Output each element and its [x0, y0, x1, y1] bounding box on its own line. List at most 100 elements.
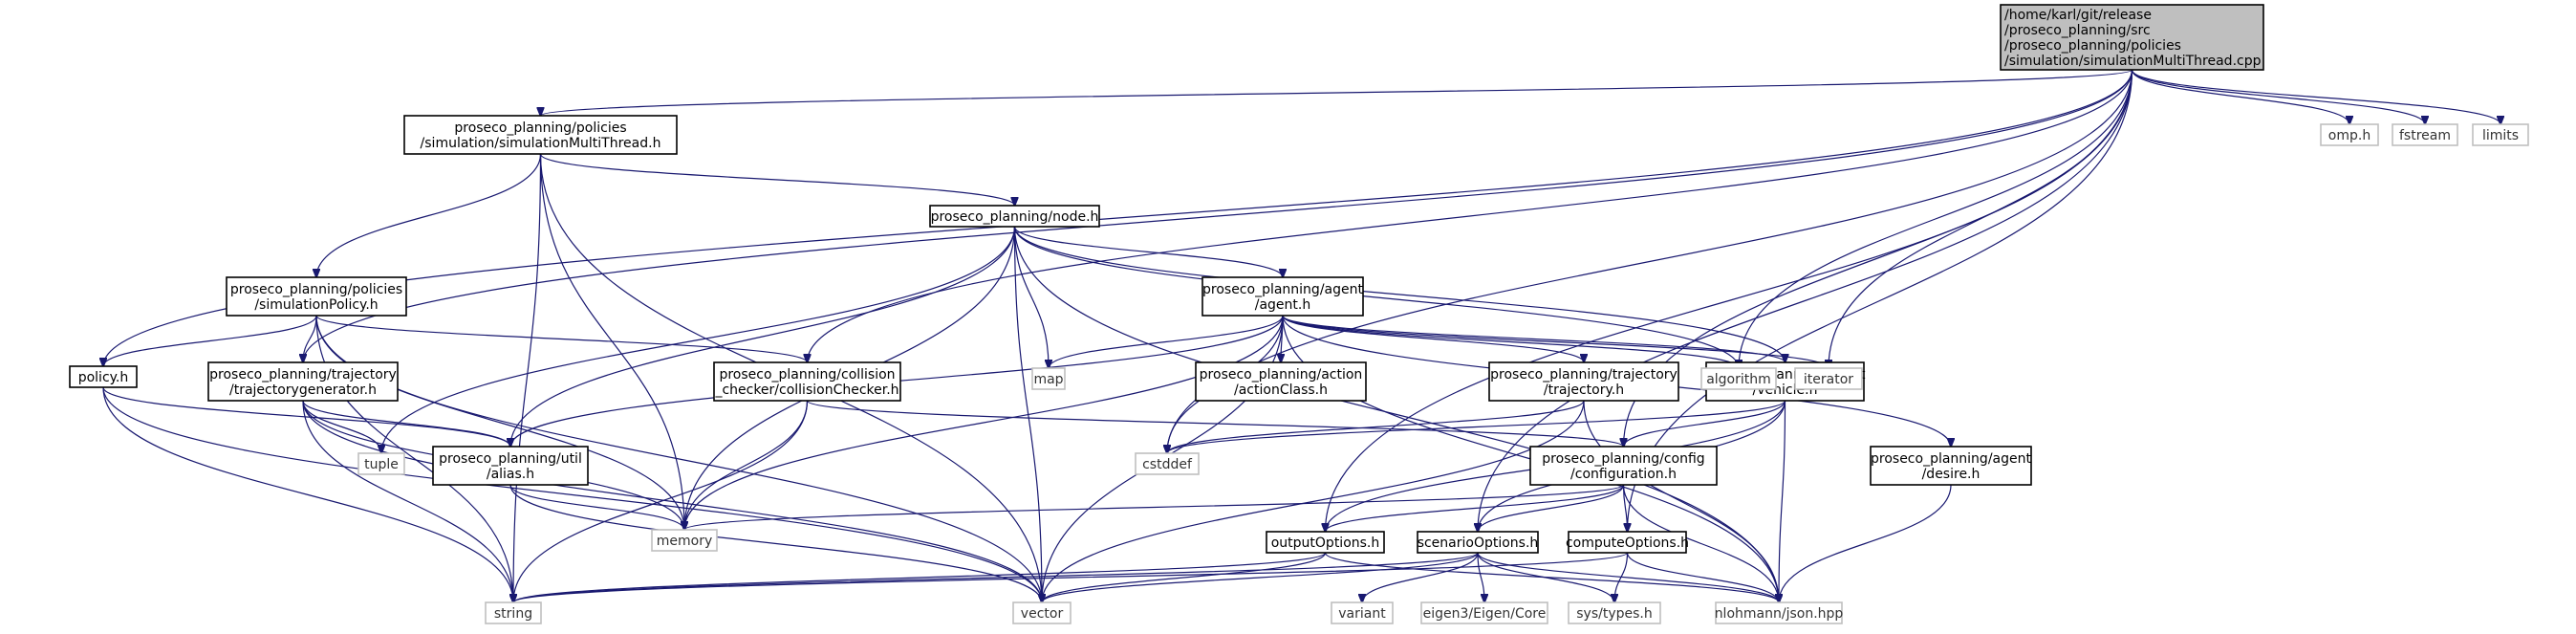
edge-agent_h-to-trajectory_h — [1282, 315, 1584, 362]
node-box — [713, 361, 901, 402]
edge-agent_h-to-memory — [684, 315, 1284, 530]
node-actionclass-h[interactable]: proseco_planning/action/actionClass.h — [1195, 361, 1367, 402]
node-label-line: fstream — [2399, 128, 2451, 143]
node-label-line: /simulation/simulationMultiThread.cpp — [2004, 54, 2262, 69]
node-label-line: /actionClass.h — [1234, 383, 1328, 398]
edge-config_h-to-memory — [684, 484, 1625, 530]
edge-scenarioopt_h-to-vector — [1042, 552, 1479, 602]
edge-collision_h-to-string — [513, 400, 809, 602]
node-outputopt-h[interactable]: outputOptions.h — [1266, 531, 1385, 554]
node-label-line: proseco_planning/trajectory — [1490, 367, 1678, 383]
node-box — [1794, 367, 1863, 390]
node-box — [1135, 452, 1200, 475]
node-box — [1568, 601, 1661, 624]
node-memory: memory — [651, 529, 718, 552]
edge-policy_h-to-vector — [102, 386, 1042, 602]
node-box — [1870, 446, 2032, 486]
edge-trajgen_h-to-string — [302, 400, 513, 602]
node-box — [1715, 601, 1843, 624]
edge-root-to-config_h — [1624, 69, 2133, 447]
node-policy-h[interactable]: policy.h — [69, 365, 138, 388]
edge-smt_h-to-simpol_h — [316, 153, 542, 277]
edge-root-to-omp — [2131, 69, 2350, 124]
edge-trajgen_h-to-alias_h — [302, 400, 510, 447]
node-label-line: computeOptions.h — [1566, 536, 1689, 551]
node-computeopt-h[interactable]: computeOptions.h — [1566, 531, 1689, 554]
edge-vehicle_h-to-json — [1779, 400, 1786, 602]
node-label-line: vector — [1021, 606, 1064, 622]
node-algorithm: algorithm — [1700, 367, 1777, 390]
edge-root-to-outputopt_h — [1326, 69, 2133, 532]
node-root[interactable]: /home/karl/git/release/proseco_planning/… — [2000, 4, 2264, 71]
edge-root-to-policy_h — [103, 69, 2133, 366]
edge-simpol_h-to-collision_h — [315, 315, 808, 362]
edge-computeopt_h-to-systypes — [1614, 552, 1629, 602]
edge-trajgen_h-to-vector — [302, 400, 1042, 602]
node-desire-h[interactable]: proseco_planning/agent/desire.h — [1870, 446, 2032, 486]
node-label-line: sys/types.h — [1576, 606, 1652, 622]
node-trajectory-h[interactable]: proseco_planning/trajectory/trajectory.h — [1488, 361, 1679, 402]
node-smt-h[interactable]: proseco_planning/policies/simulation/sim… — [403, 115, 678, 155]
node-variant: variant — [1331, 601, 1394, 624]
edge-node_h-to-tuple — [381, 226, 1016, 453]
node-box — [2000, 4, 2264, 71]
edge-node_h-to-map — [1013, 226, 1050, 368]
node-label-line: proseco_planning/policies — [454, 120, 626, 136]
edge-agent_h-to-vehicle_h — [1282, 315, 1786, 362]
node-label-line: memory — [657, 534, 713, 549]
node-scenarioopt-h[interactable]: scenarioOptions.h — [1417, 531, 1539, 554]
node-label-line: /configuration.h — [1570, 467, 1677, 482]
edge-node_h-to-json — [1013, 226, 1780, 602]
node-label-line: proseco_planning/collision — [719, 367, 895, 383]
node-config-h[interactable]: proseco_planning/config/configuration.h — [1529, 446, 1718, 486]
edge-computeopt_h-to-json — [1626, 552, 1780, 602]
edge-alias_h-to-memory — [509, 484, 684, 530]
edge-vehicle_h-to-config_h — [1624, 400, 1786, 447]
node-eigen: eigen3/Eigen/Core — [1420, 601, 1548, 624]
edge-alias_h-to-vector — [509, 484, 1042, 602]
node-label-line: eigen3/Eigen/Core — [1423, 606, 1547, 622]
edge-smt_h-to-string — [513, 153, 542, 602]
edge-root-to-trajgen_h — [303, 69, 2133, 362]
node-layer: /home/karl/git/release/proseco_planning/… — [69, 4, 2529, 624]
edge-trajectory_h-to-cstddef — [1167, 400, 1585, 453]
node-label-line: proseco_planning/util — [439, 451, 582, 467]
node-box — [1420, 601, 1548, 624]
edge-collision_h-to-config_h — [806, 400, 1624, 447]
node-collision-h[interactable]: proseco_planning/collision_checker/colli… — [713, 361, 901, 402]
node-label-line: /trajectorygenerator.h — [229, 383, 377, 398]
edge-node_h-to-agent_h — [1013, 226, 1284, 277]
node-label-line: policy.h — [78, 370, 129, 385]
node-simpol-h[interactable]: proseco_planning/policies/simulationPoli… — [226, 276, 407, 317]
node-box — [1568, 531, 1687, 554]
edge-scenarioopt_h-to-eigen — [1477, 552, 1484, 602]
node-box — [1529, 446, 1718, 486]
node-label-line: /alias.h — [487, 467, 534, 482]
edge-root-to-fstream — [2131, 69, 2426, 124]
node-box — [485, 601, 542, 624]
node-agent-h[interactable]: proseco_planning/agent/agent.h — [1201, 276, 1364, 317]
node-alias-h[interactable]: proseco_planning/util/alias.h — [432, 446, 589, 486]
node-label-line: /trajectory.h — [1544, 383, 1624, 398]
node-label-line: /simulation/simulationMultiThread.h — [421, 136, 661, 151]
edge-root-to-scenarioopt_h — [1478, 69, 2133, 532]
edge-desire_h-to-json — [1779, 484, 1952, 602]
edge-simpol_h-to-vector — [315, 315, 1042, 602]
node-label-line: limits — [2482, 128, 2519, 143]
node-label-line: /desire.h — [1922, 467, 1981, 482]
node-trajgen-h[interactable]: proseco_planning/trajectory/trajectoryge… — [207, 361, 399, 402]
node-label-line: iterator — [1804, 372, 1853, 387]
edge-layer — [102, 69, 2500, 602]
edge-root-to-collision_h — [808, 69, 2133, 362]
edge-root-to-algorithm — [1739, 69, 2133, 368]
node-box — [929, 205, 1100, 228]
node-box — [651, 529, 718, 552]
node-box — [1488, 361, 1679, 402]
edge-scenarioopt_h-to-systypes — [1477, 552, 1614, 602]
node-string: string — [485, 601, 542, 624]
node-box — [432, 446, 589, 486]
node-systypes: sys/types.h — [1568, 601, 1661, 624]
node-label-line: omp.h — [2328, 128, 2370, 143]
node-box — [1700, 367, 1777, 390]
node-node-h[interactable]: proseco_planning/node.h — [929, 205, 1100, 228]
